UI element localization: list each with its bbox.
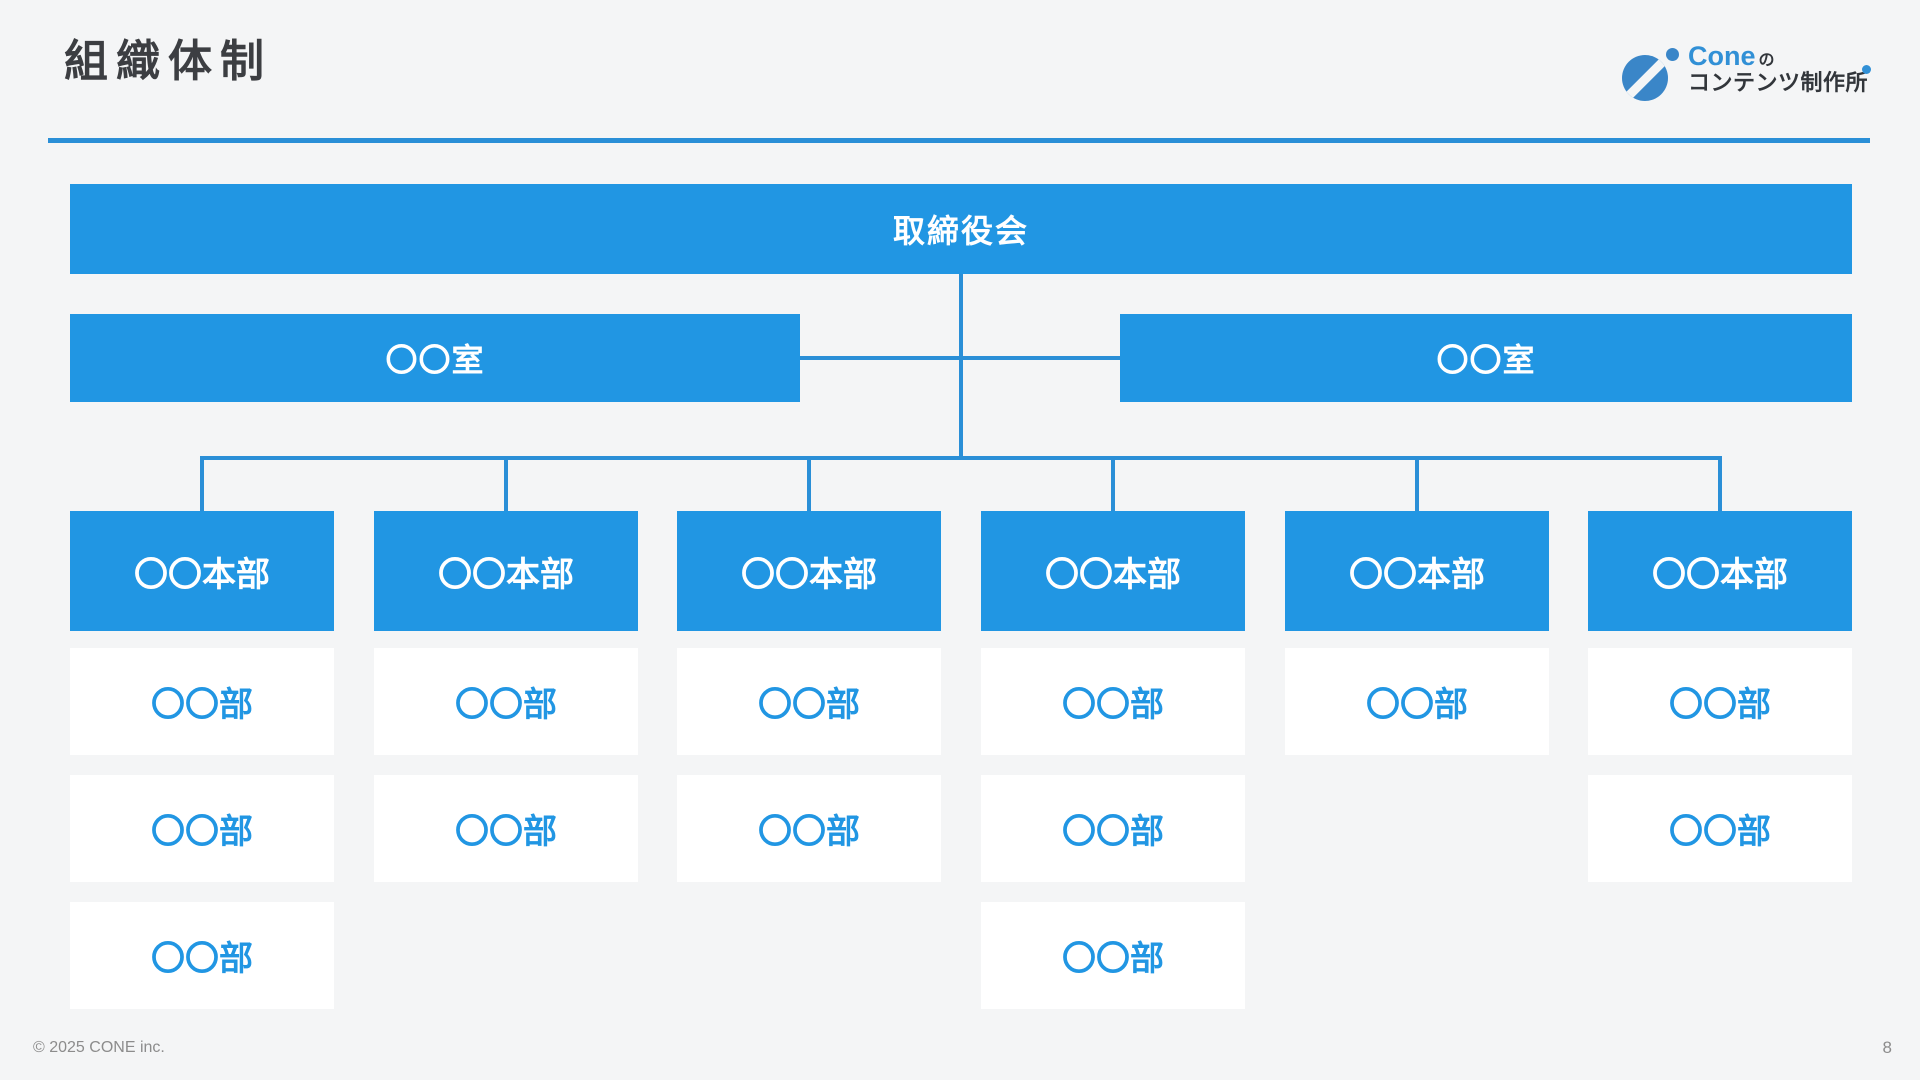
connector-drop-vertical (1111, 456, 1115, 512)
department-box: 〇〇部 (981, 775, 1245, 882)
division-box: 〇〇本部 (677, 511, 941, 631)
title-underline (48, 138, 1870, 143)
logo-accent-dot-icon (1862, 65, 1872, 75)
division-box: 〇〇本部 (981, 511, 1245, 631)
page-title: 組織体制 (64, 37, 272, 86)
department-box: 〇〇部 (374, 648, 638, 755)
department-box: 〇〇部 (981, 902, 1245, 1009)
logo-subtitle: コンテンツ制作所 (1688, 65, 1872, 96)
division-box: 〇〇本部 (374, 511, 638, 631)
logo-subtitle-text: コンテンツ制作所 (1688, 70, 1869, 96)
footer-copyright: © 2025 CONE inc. (33, 1039, 165, 1056)
department-box: 〇〇部 (1588, 648, 1852, 755)
department-box: 〇〇部 (1285, 648, 1549, 755)
division-box: 〇〇本部 (1285, 511, 1549, 631)
department-box: 〇〇部 (70, 902, 334, 1009)
logo-brand-name: Cone (1688, 41, 1756, 71)
connector-drop-vertical (504, 456, 508, 512)
logo-stripe (1622, 55, 1668, 101)
connector-drop-vertical (1718, 456, 1722, 512)
division-box: 〇〇本部 (1588, 511, 1852, 631)
department-box: 〇〇部 (70, 648, 334, 755)
logo-circle-icon (1622, 55, 1668, 101)
department-box: 〇〇部 (1588, 775, 1852, 882)
office-box-right: 〇〇室 (1120, 314, 1852, 402)
page-number: 8 (1882, 1038, 1892, 1057)
connector-drop-vertical (1415, 456, 1419, 512)
connector-drop-vertical (807, 456, 811, 512)
department-box: 〇〇部 (981, 648, 1245, 755)
department-box: 〇〇部 (70, 775, 334, 882)
logo-particle: の (1758, 52, 1775, 69)
division-box: 〇〇本部 (70, 511, 334, 631)
connector-offices-horizontal (800, 356, 1120, 360)
logo-dot-icon (1666, 48, 1679, 61)
department-box: 〇〇部 (677, 775, 941, 882)
connector-bus-horizontal (200, 456, 1722, 460)
department-box: 〇〇部 (677, 648, 941, 755)
connector-root-vertical (959, 274, 963, 459)
office-box-left: 〇〇室 (70, 314, 800, 402)
connector-drop-vertical (200, 456, 204, 512)
cone-logo-icon (1620, 42, 1682, 108)
department-box: 〇〇部 (374, 775, 638, 882)
org-root-box: 取締役会 (70, 184, 1852, 274)
